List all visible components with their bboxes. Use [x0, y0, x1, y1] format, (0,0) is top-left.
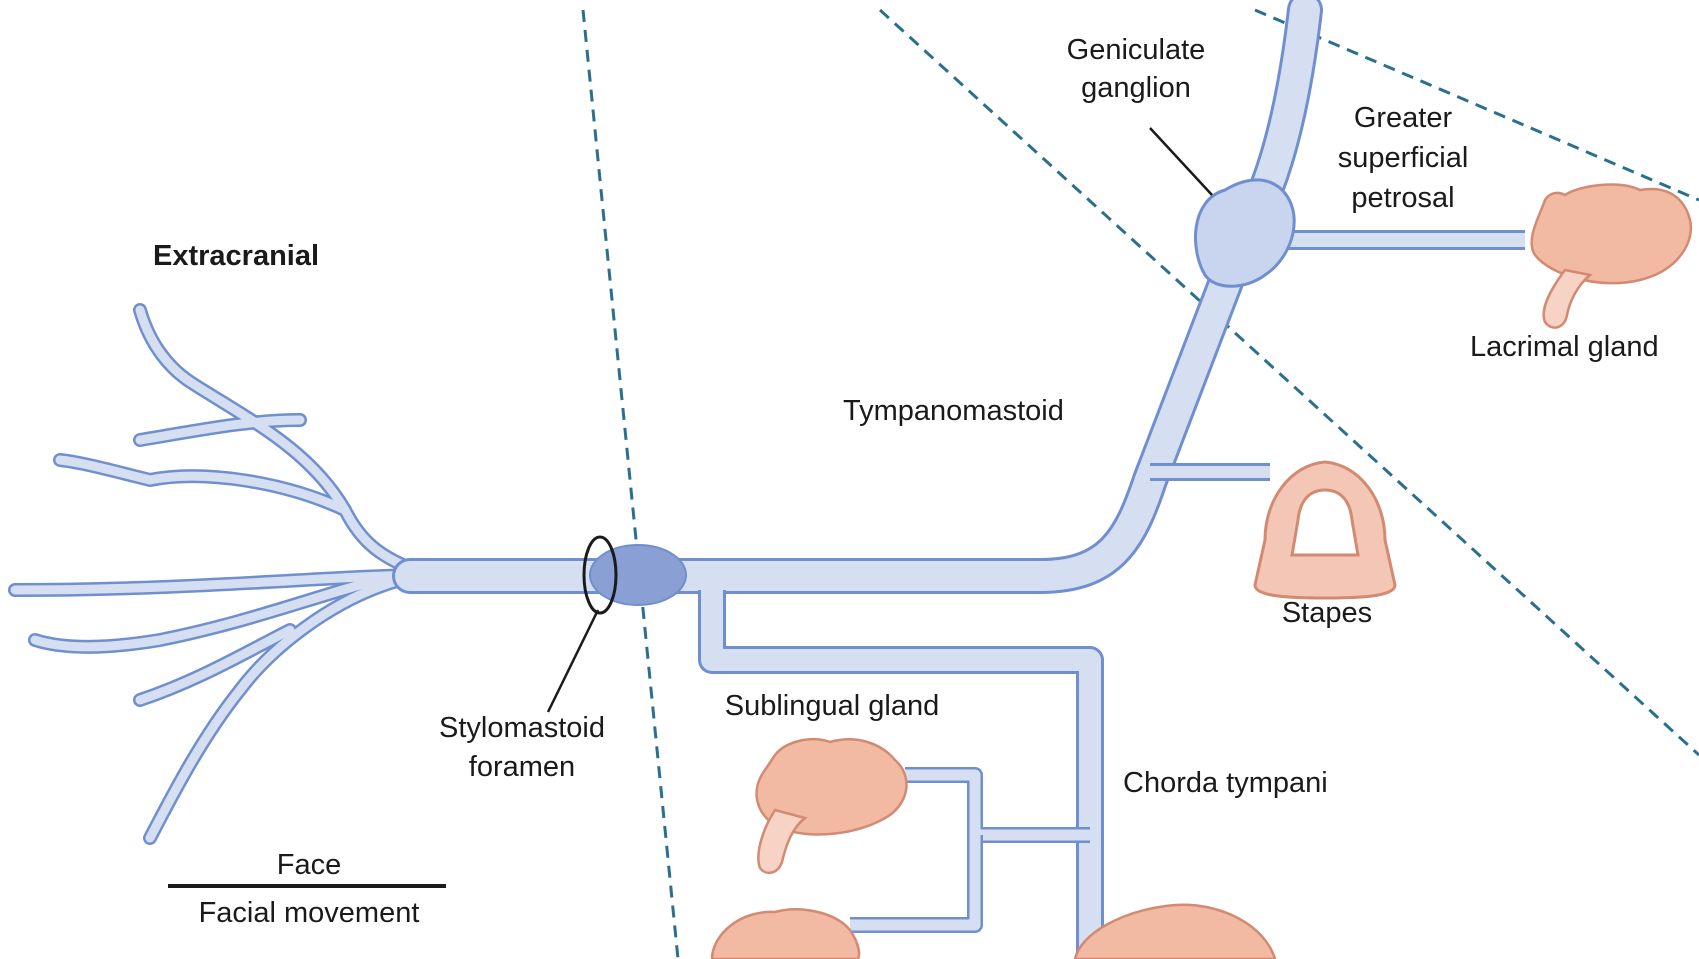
label-geniculate-ganglion-2: ganglion	[1081, 72, 1191, 104]
label-gsp-3: petrosal	[1351, 182, 1454, 214]
label-chorda-tympani: Chorda tympani	[1123, 767, 1328, 799]
label-sublingual-gland: Sublingual gland	[725, 690, 939, 722]
stapes-bone	[1255, 462, 1395, 598]
label-stylomastoid-foramen-2: foramen	[469, 751, 575, 783]
label-face: Face	[277, 849, 341, 881]
label-lacrimal-gland: Lacrimal gland	[1470, 331, 1659, 363]
stylomastoid-foramen-disc	[590, 545, 686, 605]
label-stapes: Stapes	[1282, 597, 1372, 629]
submandibular-gland	[712, 909, 859, 959]
tongue	[1075, 905, 1275, 959]
label-stylomastoid-foramen-1: Stylomastoid	[439, 712, 605, 744]
dashed-boundary-1	[583, 10, 678, 959]
label-extracranial: Extracranial	[153, 240, 319, 272]
label-geniculate-ganglion-1: Geniculate	[1067, 34, 1206, 66]
stylomastoid-leader-line	[548, 610, 598, 712]
label-gsp-1: Greater	[1354, 102, 1453, 134]
geniculate-leader-line	[1150, 128, 1212, 195]
geniculate-ganglion	[1195, 180, 1294, 286]
dashed-boundary-3	[1255, 10, 1699, 200]
lacrimal-gland	[1532, 185, 1691, 328]
sublingual-gland	[757, 739, 907, 873]
label-facial-movement: Facial movement	[199, 897, 420, 929]
label-gsp-2: superficial	[1338, 142, 1469, 174]
label-tympanomastoid: Tympanomastoid	[843, 395, 1064, 427]
extracranial-branches	[15, 310, 430, 838]
